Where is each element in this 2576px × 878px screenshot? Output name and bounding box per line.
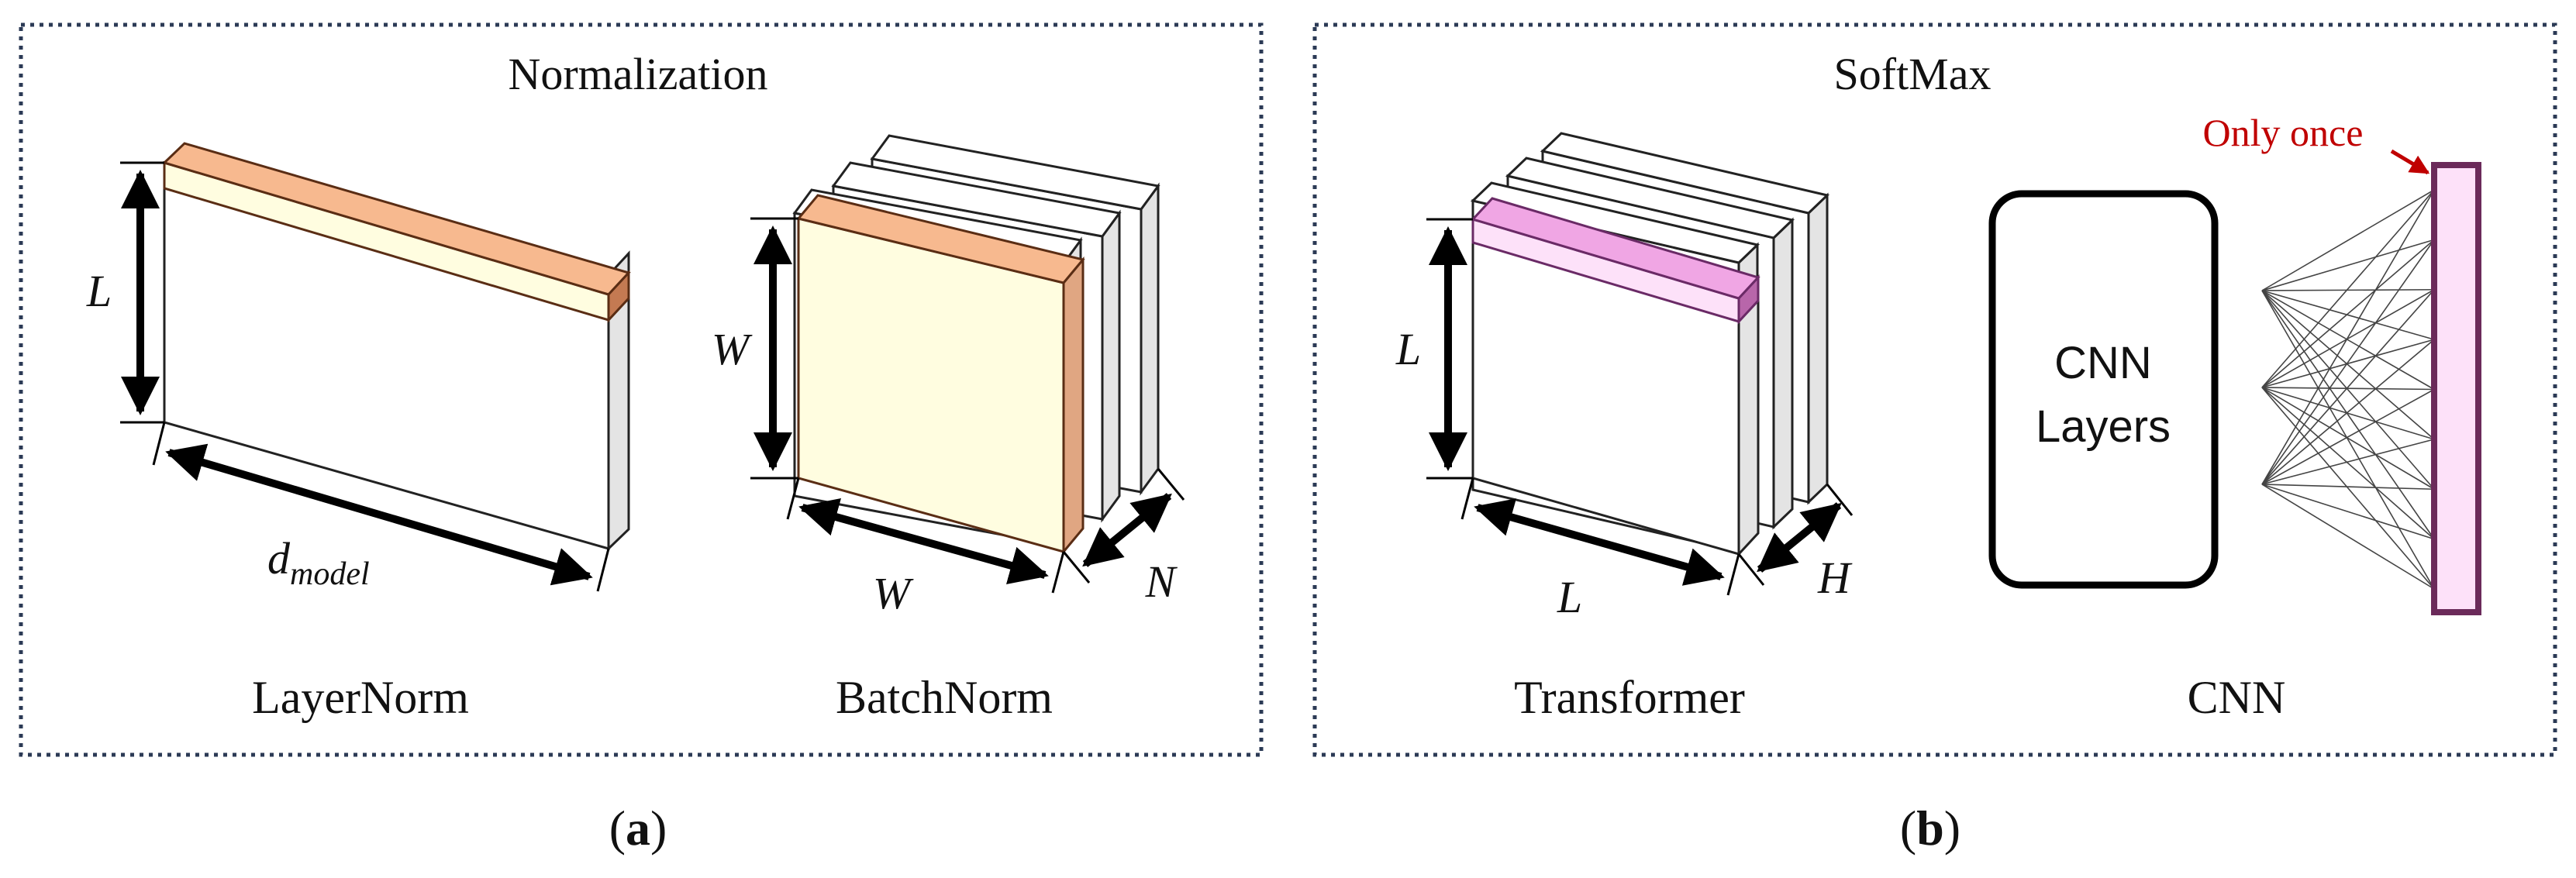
fc-connection-line bbox=[2261, 189, 2435, 291]
layernorm-height-label: L bbox=[86, 266, 112, 316]
fc-connection-line bbox=[2261, 387, 2435, 590]
panel-b-title: SoftMax bbox=[1834, 49, 1991, 99]
batchnorm-width-label: W bbox=[873, 568, 914, 618]
transformer-front-slab bbox=[1471, 197, 1760, 557]
fc-connection-line bbox=[2261, 388, 2435, 485]
cnn-layers-line2: Layers bbox=[2036, 401, 2171, 452]
fc-connection-line bbox=[2261, 290, 2435, 590]
softmax-output-bar bbox=[2431, 162, 2481, 615]
fc-connection-line bbox=[2261, 290, 2435, 340]
fc-connection-line bbox=[2261, 290, 2435, 490]
transformer-depth-dimension bbox=[1737, 484, 1854, 586]
fc-connection-line bbox=[2261, 289, 2435, 388]
transformer-block bbox=[1470, 132, 1830, 557]
panel-a-caption: (a) bbox=[609, 801, 667, 856]
fc-connection-line bbox=[2261, 239, 2435, 388]
panel-a-title: Normalization bbox=[508, 49, 767, 99]
batchnorm-height-label: W bbox=[712, 324, 753, 374]
fc-connection-line bbox=[2261, 339, 2435, 485]
fc-connection-line bbox=[2261, 239, 2435, 291]
batchnorm-height-dimension bbox=[750, 217, 798, 480]
only-once-arrow bbox=[2390, 149, 2430, 175]
layernorm-width-dimension bbox=[152, 422, 610, 592]
fc-connection-line bbox=[2261, 484, 2435, 491]
fc-connection-line bbox=[2261, 387, 2435, 391]
fc-connection-line bbox=[2261, 387, 2435, 540]
layernorm-block bbox=[162, 142, 631, 552]
fc-connection-line bbox=[2261, 290, 2435, 440]
batchnorm-block bbox=[792, 134, 1160, 556]
layernorm-width-label: dmodel bbox=[267, 533, 370, 592]
fc-connection-line bbox=[2261, 239, 2435, 485]
batchnorm-depth-dimension bbox=[1062, 468, 1185, 584]
layernorm-height-dimension bbox=[120, 161, 164, 424]
batchnorm-label: BatchNorm bbox=[836, 672, 1053, 723]
transformer-depth-label: H bbox=[1817, 553, 1853, 603]
fc-connection-line bbox=[2261, 189, 2435, 485]
fc-connection-line bbox=[2261, 288, 2435, 291]
fully-connected-lines bbox=[2261, 189, 2435, 590]
transformer-width-label: L bbox=[1557, 572, 1582, 622]
transformer-top-side bbox=[1737, 274, 1760, 325]
layernorm-top-side bbox=[607, 270, 630, 323]
fc-connection-line bbox=[2261, 387, 2435, 490]
cnn-label: CNN bbox=[2188, 672, 2286, 723]
fc-connection-line bbox=[2261, 484, 2435, 540]
fc-connection-line bbox=[2261, 439, 2435, 485]
only-once-annotation: Only once bbox=[2203, 111, 2364, 154]
fc-connection-line bbox=[2261, 484, 2435, 590]
transformer-height-label: L bbox=[1395, 324, 1421, 374]
cnn-layers-line1: CNN bbox=[2054, 338, 2152, 388]
fc-connection-line bbox=[2261, 387, 2435, 440]
layernorm-label: LayerNorm bbox=[252, 672, 469, 723]
fc-connection-line bbox=[2261, 289, 2435, 485]
fc-connection-line bbox=[2261, 290, 2435, 540]
panel-b-border bbox=[1312, 22, 2557, 757]
fc-connection-line bbox=[2261, 290, 2435, 391]
batchnorm-width-dimension bbox=[786, 477, 1065, 594]
transformer-height-dimension bbox=[1426, 218, 1473, 480]
panel-a-border bbox=[19, 22, 1264, 757]
fc-connection-line bbox=[2261, 189, 2435, 388]
transformer-label: Transformer bbox=[1514, 672, 1745, 723]
batchnorm-depth-label: N bbox=[1145, 556, 1178, 607]
cnn-layers-box bbox=[1988, 190, 2219, 589]
batchnorm-front-slab bbox=[796, 194, 1085, 556]
transformer-width-dimension bbox=[1460, 477, 1740, 596]
fc-connection-line bbox=[2261, 339, 2435, 388]
panel-b-caption: (b) bbox=[1900, 801, 1960, 856]
